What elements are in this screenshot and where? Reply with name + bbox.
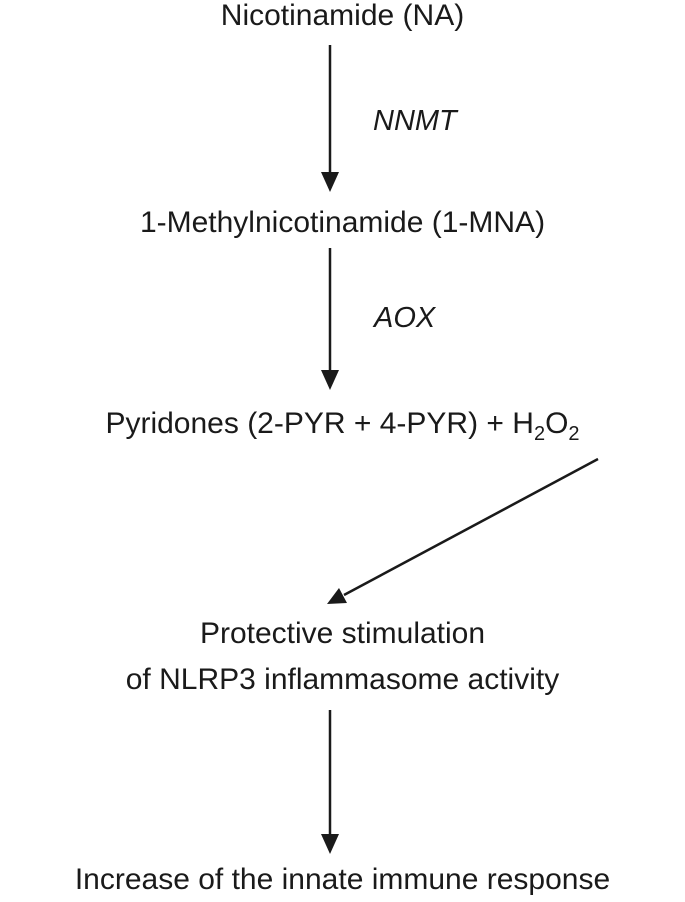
node-protective-line-2: of NLRP3 inflammasome activity xyxy=(125,663,560,696)
node-methylnicotinamide: 1-Methylnicotinamide (1-MNA) xyxy=(0,205,685,241)
node-nicotinamide: Nicotinamide (NA) xyxy=(0,0,685,34)
arrow-mna-to-pyridones xyxy=(321,248,339,390)
node-innate-immune-response: Increase of the innate immune response xyxy=(0,862,685,898)
node-protective-line-1: Protective stimulation xyxy=(199,617,486,650)
node-nicotinamide-label: Nicotinamide (NA) xyxy=(220,0,465,32)
arrow-na-to-mna xyxy=(321,45,339,192)
enzyme-nnmt-label: NNMT xyxy=(373,105,457,137)
arrow-protective-to-innate xyxy=(321,710,339,854)
enzyme-aox-label: AOX xyxy=(374,302,436,334)
node-protective-stimulation: Protective stimulation of NLRP3 inflamma… xyxy=(0,616,685,698)
node-pyridones-subscript-2: 2 xyxy=(568,423,580,445)
arrow-pyridones-to-protective xyxy=(327,457,599,604)
node-pyridones-subscript-1: 2 xyxy=(533,423,546,445)
node-innate-immune-response-label: Increase of the innate immune response xyxy=(74,863,611,896)
node-methylnicotinamide-label: 1-Methylnicotinamide (1-MNA) xyxy=(139,206,546,239)
node-pyridones: Pyridones (2-PYR + 4-PYR) + H2O2 xyxy=(0,406,685,445)
node-pyridones-label: Pyridones (2-PYR + 4-PYR) + H xyxy=(105,407,534,440)
node-pyridones-oxygen: O xyxy=(545,407,569,440)
